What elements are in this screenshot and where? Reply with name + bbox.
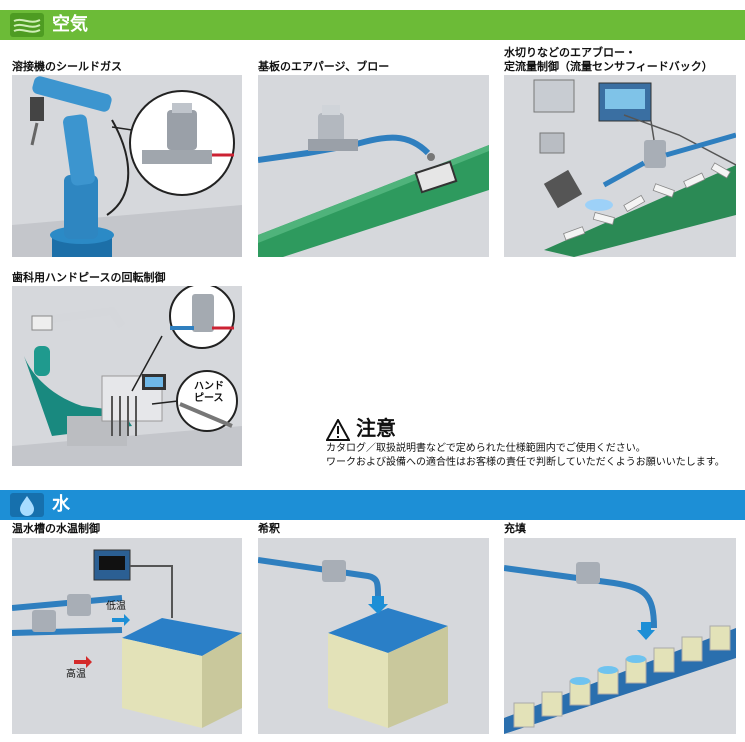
filling-caption: 充填: [504, 522, 526, 535]
dental-illustration: ハンド ピース: [12, 286, 242, 466]
substrate-caption: 基板のエアパージ、ブロー: [258, 60, 390, 73]
hotwater-caption: 温水槽の水温制御: [12, 522, 100, 535]
filling-illustration: [504, 538, 736, 734]
blow-illustration: [504, 75, 736, 257]
blow-caption-line2: 定流量制御（流量センサフィードバック）: [504, 60, 713, 73]
warning-triangle-icon: [325, 417, 351, 441]
water-section-header: 水: [0, 490, 745, 520]
handpiece-label-line1: ハンド: [194, 381, 224, 392]
air-section-title: 空気: [52, 14, 88, 35]
hotwater-illustration: 低温 高温: [12, 538, 242, 734]
air-wind-icon: [10, 13, 44, 37]
handpiece-label-line2: ピース: [194, 393, 224, 404]
caution-heading-row: 注意: [325, 414, 736, 442]
air-section-header: 空気: [0, 10, 745, 40]
blow-caption-line1: 水切りなどのエアブロー・: [504, 46, 636, 59]
caution-heading: 注意: [356, 416, 396, 440]
dental-caption: 歯科用ハンドピースの回転制御: [12, 271, 166, 284]
dilution-caption: 希釈: [258, 522, 280, 535]
caution-line-1: カタログ／取扱説明書などで定められた仕様範囲内でご使用ください。: [326, 443, 646, 454]
welding-caption: 溶接機のシールドガス: [12, 60, 122, 73]
welding-illustration: [12, 75, 242, 257]
dilution-illustration: [258, 538, 489, 734]
low-temp-label: 低温: [106, 601, 126, 612]
caution-notice: 注意 カタログ／取扱説明書などで定められた仕様範囲内でご使用ください。 ワークお…: [325, 414, 736, 470]
water-section-title: 水: [52, 494, 70, 515]
caution-line-2: ワークおよび設備への適合性はお客様の責任で判断していただくようお願いいたします。: [326, 457, 725, 468]
high-temp-label: 高温: [66, 669, 86, 680]
substrate-illustration: [258, 75, 489, 257]
water-droplet-icon: [10, 493, 44, 517]
